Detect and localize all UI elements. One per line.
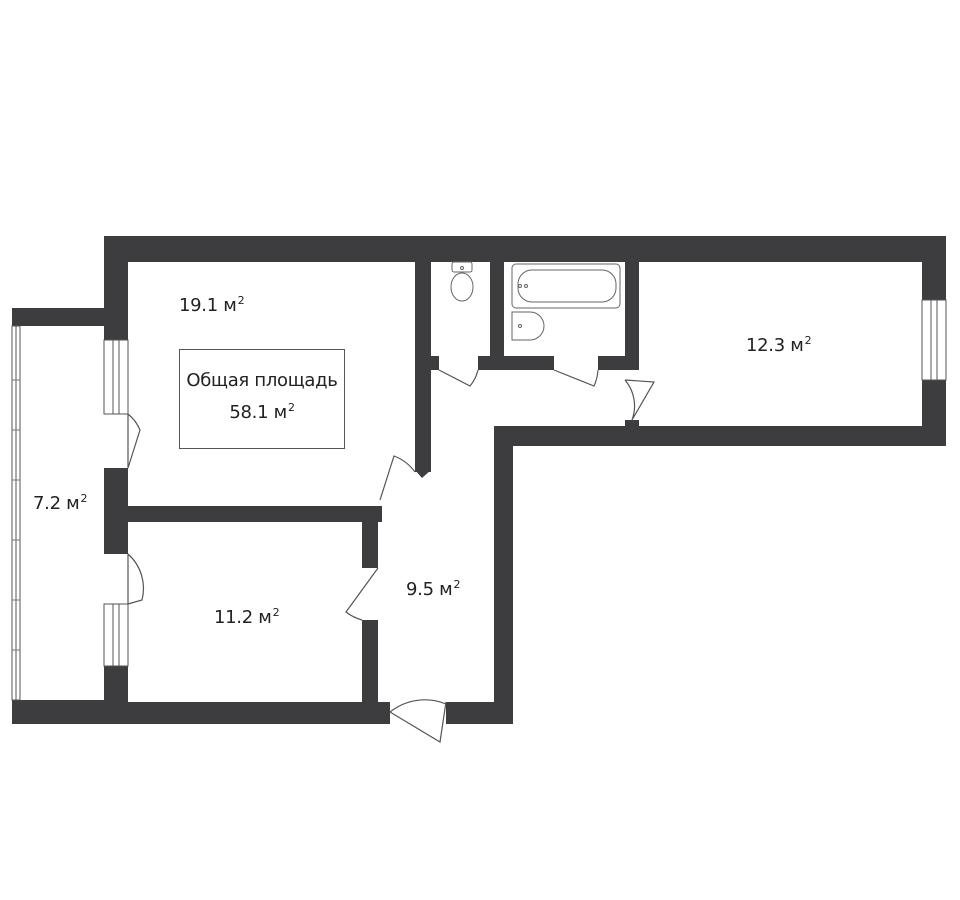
window-left-lower	[103, 603, 129, 667]
window-left-upper	[103, 339, 129, 415]
room-area-balcony-sup: 2	[80, 492, 88, 505]
windows	[11, 299, 947, 701]
room-area-bedroom-bottom-sup: 2	[272, 606, 280, 619]
total-area-value: 58.1 м2	[180, 401, 344, 423]
total-area-number: 58.1 м	[229, 402, 287, 423]
room-area-hallway-value: 9.5 м	[406, 579, 453, 600]
room-area-living: 19.1 м2	[179, 294, 245, 316]
door-bedroom-bottom	[345, 567, 379, 621]
door-entrance	[389, 699, 447, 743]
room-area-living-value: 19.1 м	[179, 295, 237, 316]
door-balcony-lower	[127, 553, 145, 605]
door-living	[379, 455, 416, 501]
total-area-box: Общая площадь 58.1 м2	[179, 349, 345, 449]
room-area-bedroom-right-sup: 2	[804, 334, 812, 347]
room-area-hallway-sup: 2	[453, 578, 461, 591]
door-bedroom-right	[624, 379, 656, 421]
walls	[12, 236, 946, 724]
sink-fixture	[511, 311, 545, 341]
room-area-bedroom-right-value: 12.3 м	[746, 335, 804, 356]
door-balcony-upper	[127, 413, 141, 469]
total-area-title: Общая площадь	[186, 370, 338, 391]
total-area-sup: 2	[287, 401, 295, 414]
door-toilet	[438, 369, 479, 387]
bathtub-fixture	[511, 263, 621, 309]
room-area-living-sup: 2	[237, 294, 245, 307]
room-area-balcony: 7.2 м2	[33, 492, 87, 514]
door-bathroom	[553, 369, 599, 387]
room-area-bedroom-right: 12.3 м2	[746, 334, 812, 356]
toilet-fixture	[450, 261, 474, 302]
room-area-balcony-value: 7.2 м	[33, 493, 80, 514]
room-area-bedroom-bottom: 11.2 м2	[214, 606, 280, 628]
balcony-glazing-ticks	[12, 379, 20, 651]
doors	[127, 369, 656, 743]
window-right	[921, 299, 947, 381]
room-area-bedroom-bottom-value: 11.2 м	[214, 607, 272, 628]
room-area-hallway: 9.5 м2	[406, 578, 460, 600]
